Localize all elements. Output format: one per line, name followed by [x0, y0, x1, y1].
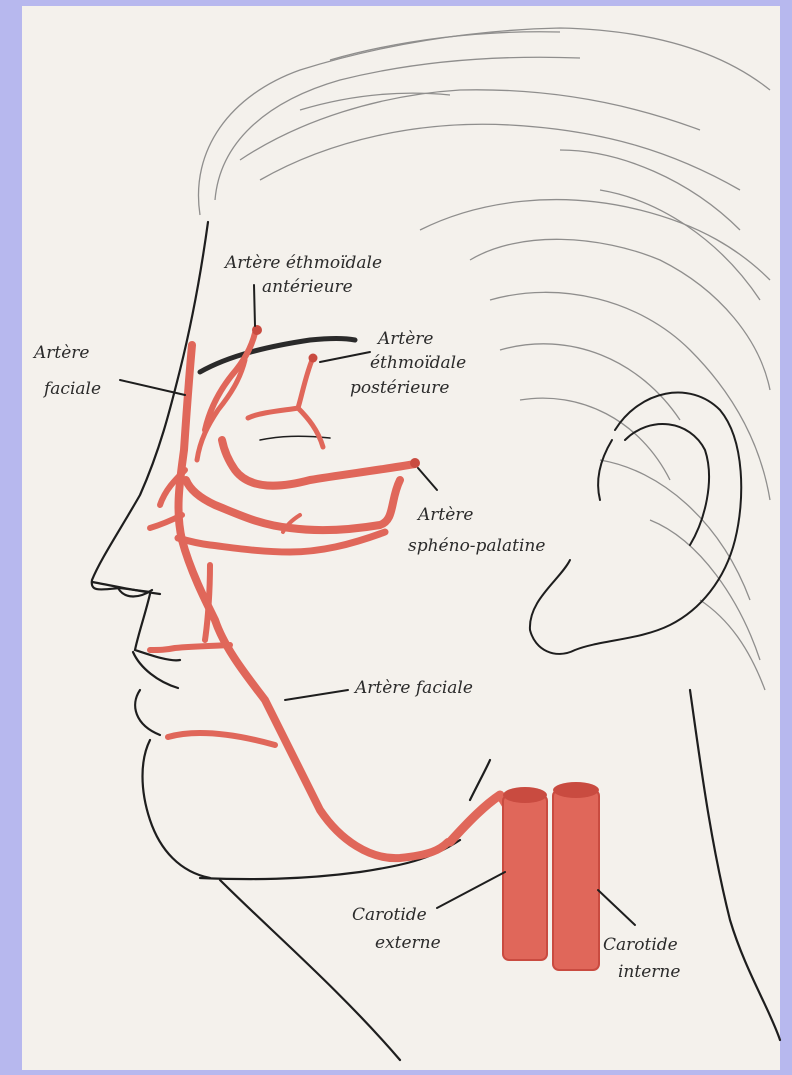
leader-ethmoidal-posterior	[320, 352, 370, 362]
leader-carotid-internal	[598, 890, 635, 925]
nose-tip	[92, 582, 160, 594]
label-ethmoidal-posterior-line3: postérieure	[350, 378, 450, 398]
label-carotid-internal-line2: interne	[618, 962, 680, 982]
label-spheno-palatine-line2: sphéno-palatine	[408, 536, 545, 556]
label-carotid-external-line2: externe	[375, 933, 441, 953]
label-ethmoidal-posterior-line2: éthmoïdale	[370, 353, 466, 373]
jaw-angle	[470, 760, 490, 800]
eyebrow	[200, 339, 355, 373]
artery-facial-angular	[178, 345, 448, 858]
neck-back-line	[690, 690, 780, 1040]
artery-spheno-palatine	[222, 440, 415, 486]
label-facial-left-line2: faciale	[42, 379, 101, 399]
ear	[530, 393, 741, 654]
artery-endpoint-anterior-ethmoidal	[252, 325, 262, 335]
label-carotid-external-line1: Carotide	[352, 905, 427, 925]
artery-posterior-ethmoidal-branch	[298, 408, 323, 447]
label-ethmoidal-anterior-line2: antérieure	[262, 277, 353, 297]
artery-inferior-labial	[168, 733, 275, 745]
artery-spheno-palatine-floor	[178, 532, 385, 552]
jaw-line	[200, 840, 460, 879]
carotid-internal-vessel	[553, 790, 599, 970]
leader-carotid-external	[437, 872, 505, 908]
label-carotid-internal-line1: Carotide	[603, 935, 678, 955]
label-facial-left-line1: Artère	[32, 343, 89, 363]
leader-ethmoidal-anterior	[254, 285, 255, 326]
chin-line	[143, 740, 211, 878]
label-ethmoidal-posterior-line1: Artère	[376, 329, 433, 349]
artery-superior-labial	[150, 645, 230, 650]
carotid-arteries	[503, 782, 599, 970]
arteries	[150, 333, 515, 858]
lower-lip-line	[135, 690, 160, 735]
label-ethmoidal-anterior-line1: Artère éthmoïdale	[223, 253, 382, 273]
label-spheno-palatine-line1: Artère	[416, 505, 473, 525]
hair-shading	[198, 28, 770, 690]
artery-endpoint-posterior-ethmoidal	[309, 354, 318, 363]
label-facial-right: Artère faciale	[353, 678, 473, 698]
carotid-external-top	[503, 787, 547, 803]
artery-endpoint-spheno-palatine	[410, 458, 420, 468]
carotid-internal-top	[553, 782, 599, 798]
leader-facial-right	[285, 690, 348, 700]
leader-spheno-palatine	[418, 468, 437, 490]
carotid-external-vessel	[503, 795, 547, 960]
